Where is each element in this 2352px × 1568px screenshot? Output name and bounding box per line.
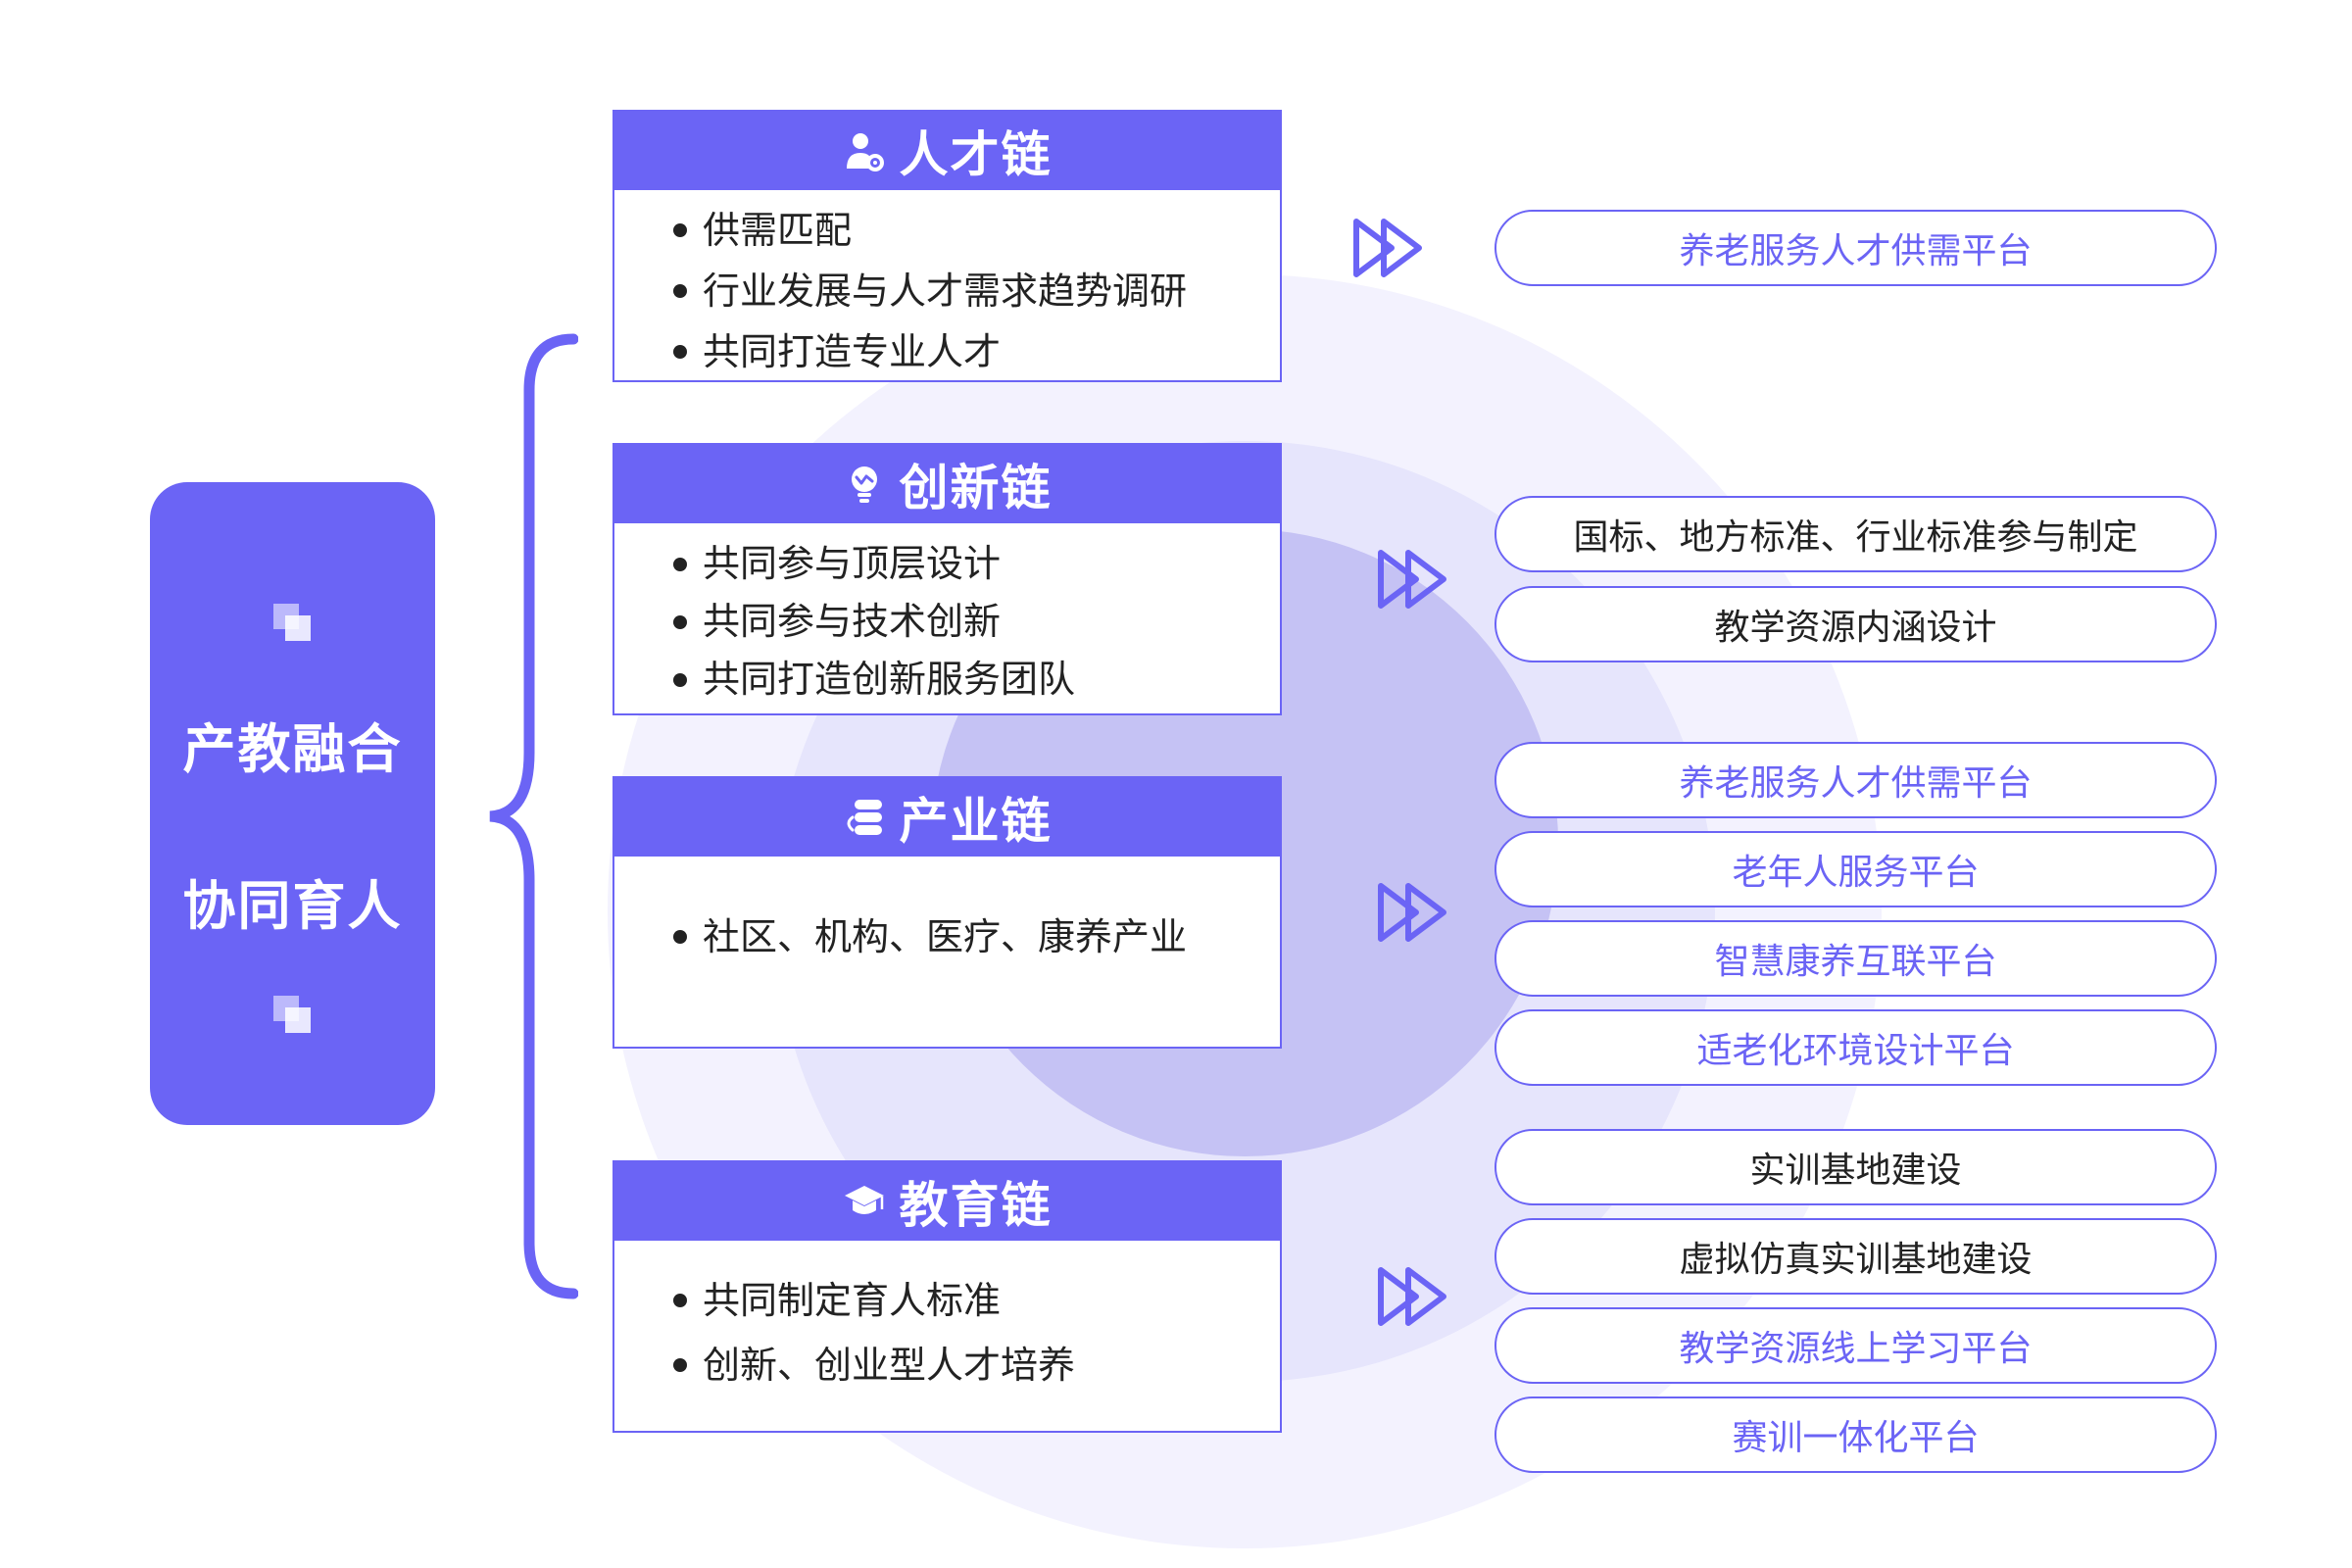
platform-pill: 老年人服务平台 <box>1494 831 2217 907</box>
list-item: 共同参与顶层设计 <box>673 535 1280 593</box>
platform-pill: 养老服务人才供需平台 <box>1494 210 2217 286</box>
list-item: 社区、机构、医疗、康养产业 <box>673 907 1280 966</box>
chain-education: 教育链 共同制定育人标准 创新、创业型人才培养 <box>612 1160 1282 1433</box>
list-item: 行业发展与人才需求趋势调研 <box>673 261 1280 321</box>
double-arrow-icon <box>1378 550 1446 609</box>
chain-innovation-title: 创新链 <box>899 460 1053 516</box>
chain-industry-header: 产业链 <box>614 778 1280 857</box>
chain-innovation: 创新链 共同参与顶层设计 共同参与技术创新 共同打造创新服务团队 <box>612 443 1282 715</box>
list-item: 共同打造专业人才 <box>673 321 1280 382</box>
platform-pill: 赛训一体化平台 <box>1494 1396 2217 1473</box>
list-item: 共同参与技术创新 <box>673 593 1280 651</box>
chain-talent: 人才链 供需匹配 行业发展与人才需求趋势调研 共同打造专业人才 <box>612 110 1282 382</box>
double-arrow-icon <box>1353 219 1422 277</box>
chain-education-header: 教育链 <box>614 1162 1280 1241</box>
list-item: 共同打造创新服务团队 <box>673 651 1280 709</box>
platform-pill: 智慧康养互联平台 <box>1494 920 2217 997</box>
chain-industry: 产业链 社区、机构、医疗、康养产业 <box>612 776 1282 1049</box>
core-title-line1: 产教融合 <box>182 718 403 780</box>
chain-education-title: 教育链 <box>899 1177 1053 1234</box>
double-arrow-icon <box>1378 1267 1446 1326</box>
platform-pill: 实训基地建设 <box>1494 1129 2217 1205</box>
list-item: 供需匹配 <box>673 200 1280 261</box>
chain-industry-title: 产业链 <box>899 793 1053 850</box>
core-title-line2: 协同育人 <box>182 875 403 937</box>
chain-talent-header: 人才链 <box>614 112 1280 190</box>
chain-talent-title: 人才链 <box>899 126 1053 183</box>
core-square-icon-top <box>273 604 313 643</box>
platform-pill: 国标、地方标准、行业标准参与制定 <box>1494 496 2217 572</box>
platform-pill: 适老化环境设计平台 <box>1494 1009 2217 1086</box>
curly-brace <box>489 333 578 1299</box>
list-item: 创新、创业型人才培养 <box>673 1333 1280 1397</box>
platform-pill: 养老服务人才供需平台 <box>1494 742 2217 818</box>
platform-pill: 教学资源线上学习平台 <box>1494 1307 2217 1384</box>
graduation-cap-icon <box>844 1186 884 1214</box>
list-item: 共同制定育人标准 <box>673 1268 1280 1333</box>
lightbulb-icon <box>851 466 877 503</box>
core-card: 产教融合 协同育人 <box>150 482 435 1125</box>
server-stack-icon <box>847 800 882 835</box>
person-gear-icon <box>846 133 884 172</box>
platform-pill: 教学资源内涵设计 <box>1494 586 2217 662</box>
core-separator-dot <box>137 813 148 824</box>
platform-pill: 虚拟仿真实训基地建设 <box>1494 1218 2217 1295</box>
double-arrow-icon <box>1378 883 1446 942</box>
core-square-icon-bottom <box>273 996 313 1035</box>
chain-innovation-header: 创新链 <box>614 445 1280 523</box>
